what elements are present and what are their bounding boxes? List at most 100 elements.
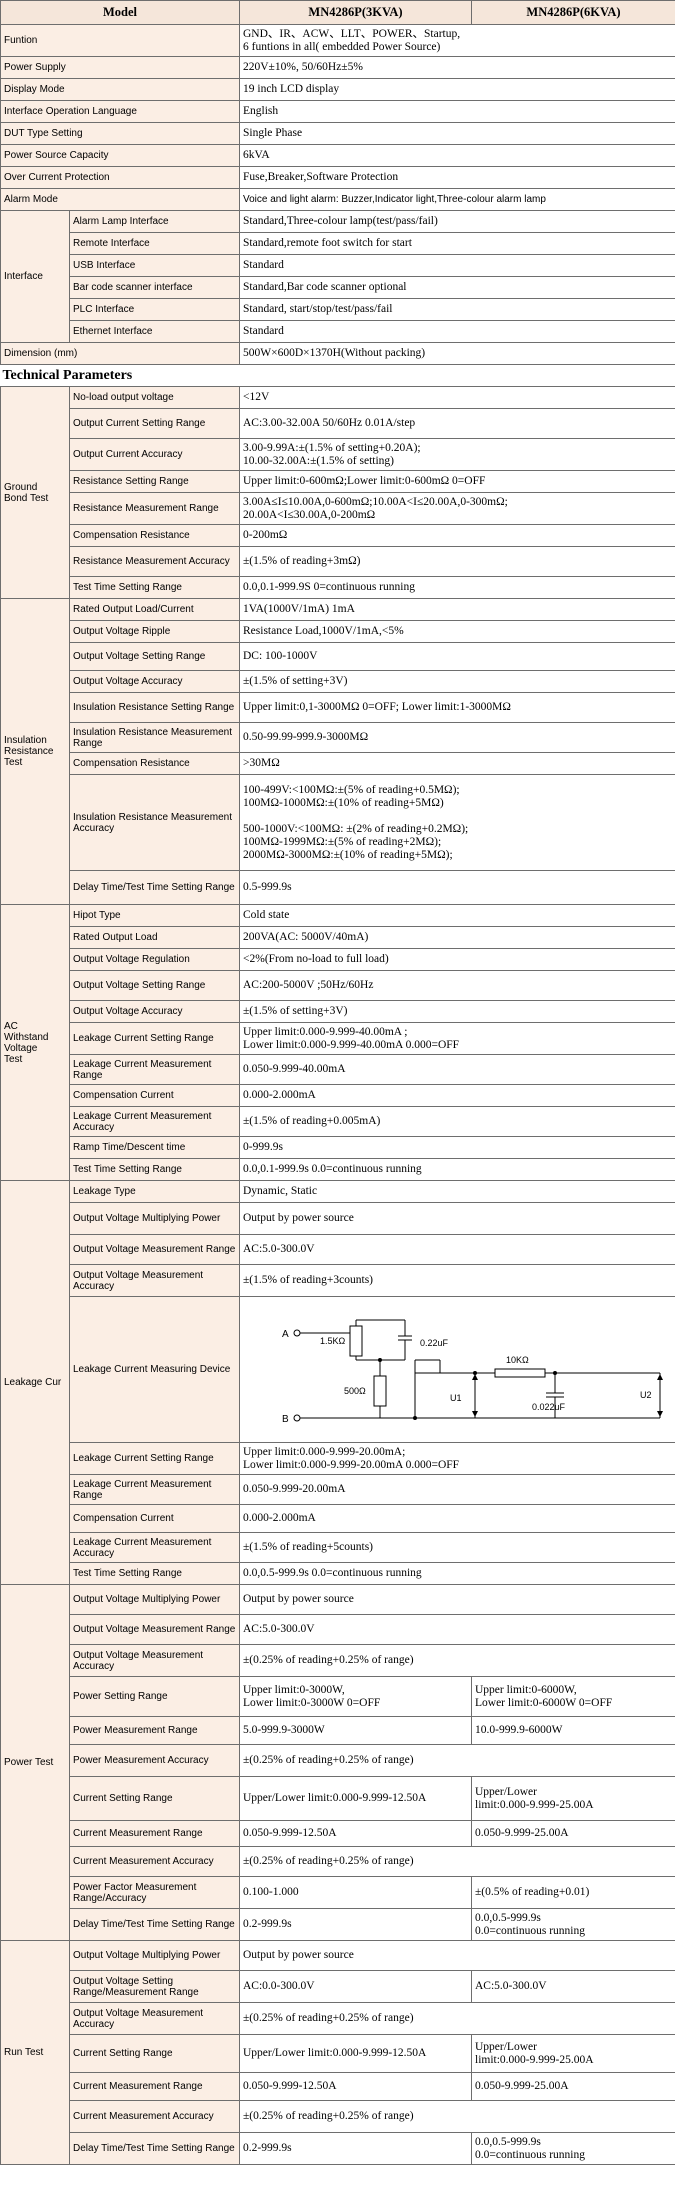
spec-row: Power Measurement Accuracy ±(0.25% of re… — [1, 1744, 675, 1777]
spec-value-6kva: Upper/Lower limit:0.000-9.999-25.00A — [471, 1776, 675, 1821]
spec-row: Insulation Resistance Measurement Accura… — [1, 774, 675, 871]
spec-row: Compensation Current 0.000-2.000mA — [1, 1084, 675, 1107]
spec-row: Power Measurement Range 5.0-999.9-3000W … — [1, 1716, 675, 1745]
spec-value-3kva: 0.050-9.999-12.50A — [239, 2072, 472, 2101]
spec-label: Current Setting Range — [69, 1776, 240, 1821]
spec-value: 200VA(AC: 5000V/40mA) — [239, 926, 675, 949]
spec-row: Power Factor Measurement Range/Accuracy … — [1, 1876, 675, 1909]
spec-row: Output Voltage Measurement Accuracy ±(0.… — [1, 2002, 675, 2035]
spec-value: Upper limit:0.000-9.999-40.00mA ; Lower … — [239, 1022, 675, 1055]
c2-label: 0.022uF — [532, 1402, 566, 1412]
spec-value: ±(1.5% of reading+0.005mA) — [239, 1106, 675, 1137]
spec-value: ±(1.5% of reading+3mΩ) — [239, 546, 675, 577]
spec-row: Rated Output Load 200VA(AC: 5000V/40mA) — [1, 926, 675, 949]
u1-label: U1 — [450, 1393, 462, 1403]
spec-value: AC:3.00-32.00A 50/60Hz 0.01A/step — [239, 408, 675, 439]
spec-row: Output Voltage Measurement Range AC:5.0-… — [1, 1234, 675, 1265]
spec-row: Output Voltage Setting Range/Measurement… — [1, 1970, 675, 2003]
spec-row: Leakage Current Measurement Accuracy ±(1… — [1, 1106, 675, 1137]
spec-value: <2%(From no-load to full load) — [239, 948, 675, 971]
spec-value-6kva: Upper limit:0-6000W, Lower limit:0-6000W… — [471, 1676, 675, 1717]
spec-row: Leakage Current Setting Range Upper limi… — [1, 1022, 675, 1055]
spec-label: Power Factor Measurement Range/Accuracy — [69, 1876, 240, 1909]
spec-value: 0.000-2.000mA — [239, 1504, 675, 1533]
spec-value: 0.50-99.99-999.9-3000MΩ — [239, 722, 675, 753]
spec-row: AC Withstand Voltage Test Hipot Type Col… — [0, 904, 675, 1181]
spec-value: 0.050-9.999-20.00mA — [239, 1474, 675, 1505]
spec-row: Power Test Output Voltage Multiplying Po… — [0, 1584, 675, 1941]
r3-label: 10KΩ — [506, 1355, 529, 1365]
node-b-label: B — [282, 1414, 289, 1425]
spec-label: Power Source Capacity — [0, 144, 240, 167]
spec-row: Output Voltage Accuracy ±(1.5% of settin… — [1, 1000, 675, 1023]
spec-value-6kva: ±(0.5% of reading+0.01) — [471, 1876, 675, 1909]
spec-value-3kva: 0.100-1.000 — [239, 1876, 472, 1909]
spec-label: Output Voltage Accuracy — [69, 1000, 240, 1023]
spec-value: 0-200mΩ — [239, 524, 675, 547]
spec-row: Delay Time/Test Time Setting Range 0.5-9… — [1, 870, 675, 905]
spec-label: Insulation Resistance Setting Range — [69, 692, 240, 723]
spec-value: Resistance Load,1000V/1mA,<5% — [239, 620, 675, 643]
spec-value: English — [239, 100, 675, 123]
spec-value: 0.0,0.1-999.9S 0=continuous running — [239, 576, 675, 599]
spec-label: Over Current Protection — [0, 166, 240, 189]
spec-label: Delay Time/Test Time Setting Range — [69, 870, 240, 905]
spec-label: Leakage Current Measurement Accuracy — [69, 1106, 240, 1137]
spec-value: ±(1.5% of setting+3V) — [239, 1000, 675, 1023]
technical-parameters-title: Technical Parameters — [0, 364, 675, 387]
spec-label: Output Voltage Measurement Accuracy — [69, 1264, 240, 1297]
interface-group-label: Interface — [0, 210, 70, 343]
spec-value: 1VA(1000V/1mA) 1mA — [239, 598, 675, 621]
u2-label: U2 — [640, 1390, 652, 1400]
spec-label: Alarm Mode — [0, 188, 240, 211]
spec-value: ±(1.5% of setting+3V) — [239, 670, 675, 693]
spec-value: Cold state — [239, 904, 675, 927]
spec-value: Standard — [239, 320, 675, 343]
spec-label: Current Setting Range — [69, 2034, 240, 2073]
spec-label: Bar code scanner interface — [69, 276, 240, 299]
spec-row: Ramp Time/Descent time 0-999.9s — [1, 1136, 675, 1159]
spec-label: Test Time Setting Range — [69, 1562, 240, 1585]
spec-row: Dimension (mm) 500W×600D×1370H(Without p… — [0, 342, 675, 365]
spec-value: ±(1.5% of reading+5counts) — [239, 1532, 675, 1563]
spec-value: Fuse,Breaker,Software Protection — [239, 166, 675, 189]
spec-value: Output by power source — [239, 1584, 675, 1615]
spec-label: Compensation Current — [69, 1504, 240, 1533]
spec-label: Output Voltage Measurement Accuracy — [69, 1644, 240, 1677]
spec-row: Resistance Measurement Range 3.00A≤I≤10.… — [1, 492, 675, 525]
spec-value: Standard, start/stop/test/pass/fail — [239, 298, 675, 321]
spec-row: Leakage Cur Leakage Type Dynamic, Static — [0, 1180, 675, 1585]
spec-value-3kva: 0.050-9.999-12.50A — [239, 1820, 472, 1847]
spec-value: Output by power source — [239, 1202, 675, 1235]
spec-label: Test Time Setting Range — [69, 1158, 240, 1181]
spec-label: Compensation Resistance — [69, 524, 240, 547]
spec-value: Dynamic, Static — [239, 1180, 675, 1203]
spec-row: Display Mode 19 inch LCD display — [0, 78, 675, 101]
run-group-label: Run Test — [0, 1940, 70, 2165]
spec-row: Power Source Capacity 6kVA — [0, 144, 675, 167]
spec-row: Output Voltage Accuracy ±(1.5% of settin… — [1, 670, 675, 693]
spec-row: Insulation Resistance Setting Range Uppe… — [1, 692, 675, 723]
spec-value-6kva: 0.050-9.999-25.00A — [471, 2072, 675, 2101]
spec-label: Power Setting Range — [69, 1676, 240, 1717]
spec-value: 220V±10%, 50/60Hz±5% — [239, 56, 675, 79]
spec-row: Power Supply 220V±10%, 50/60Hz±5% — [0, 56, 675, 79]
spec-row: Test Time Setting Range 0.0,0.1-999.9s 0… — [1, 1158, 675, 1181]
spec-label: Test Time Setting Range — [69, 576, 240, 599]
spec-label: Leakage Type — [69, 1180, 240, 1203]
spec-label: Display Mode — [0, 78, 240, 101]
spec-label: Interface Operation Language — [0, 100, 240, 123]
spec-row: Resistance Setting Range Upper limit:0-6… — [1, 470, 675, 493]
spec-row: Output Voltage Setting Range DC: 100-100… — [1, 642, 675, 671]
spec-label: Output Voltage Regulation — [69, 948, 240, 971]
spec-value: ±(0.25% of reading+0.25% of range) — [239, 2002, 675, 2035]
spec-row: DUT Type Setting Single Phase — [0, 122, 675, 145]
spec-row: Current Measurement Accuracy ±(0.25% of … — [1, 2100, 675, 2133]
spec-row: Output Voltage Measurement Range AC:5.0-… — [1, 1614, 675, 1645]
spec-label: Power Supply — [0, 56, 240, 79]
spec-row: Current Setting Range Upper/Lower limit:… — [1, 2034, 675, 2073]
spec-label: Leakage Current Measurement Range — [69, 1474, 240, 1505]
spec-label: Power Measurement Range — [69, 1716, 240, 1745]
spec-value: Standard — [239, 254, 675, 277]
spec-label: Rated Output Load/Current — [69, 598, 240, 621]
